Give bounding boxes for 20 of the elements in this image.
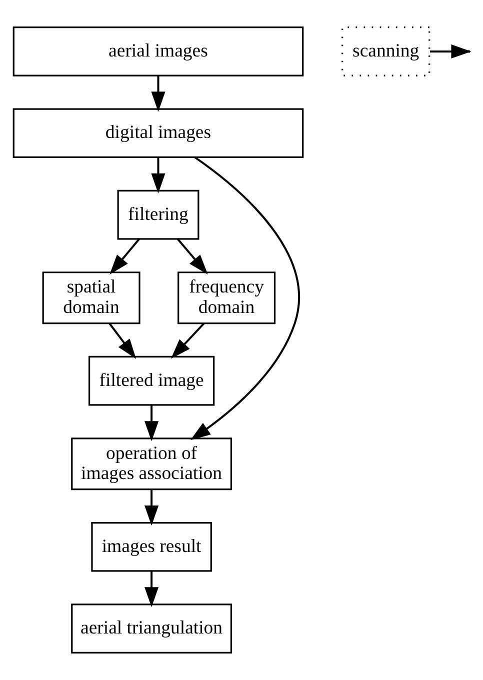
arrow: [144, 489, 159, 526]
node-box: filtering: [117, 190, 200, 240]
node-box: spatial domain: [42, 272, 140, 324]
arrow: [176, 238, 208, 275]
arrow: [144, 571, 159, 608]
node-box: frequency domain: [178, 272, 276, 324]
arrow: [170, 322, 205, 359]
arrow: [151, 76, 166, 112]
node-box: images result: [91, 522, 212, 572]
node-box: operation of images association: [71, 438, 232, 490]
arrow: [190, 156, 300, 440]
arrow: [110, 238, 140, 275]
arrow: [144, 404, 159, 442]
node-box: scanning: [342, 26, 430, 76]
arrow: [108, 322, 136, 359]
node-box: digital images: [12, 108, 304, 158]
node-box: aerial triangulation: [71, 604, 232, 654]
node-box: aerial images: [12, 26, 304, 76]
arrow: [151, 157, 166, 194]
node-box: filtered image: [88, 356, 215, 406]
